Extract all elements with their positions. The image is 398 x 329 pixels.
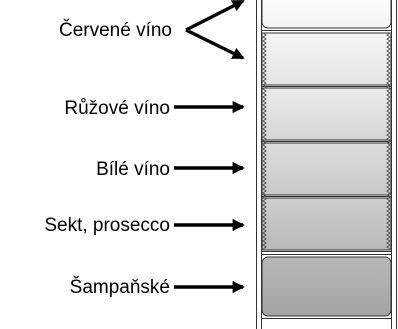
label-cervene-vino: Červené víno [59, 19, 172, 41]
shelf-1 [261, 32, 392, 86]
shelf-3 [261, 142, 392, 196]
arrow-cervene-up [185, 0, 245, 32]
labels: Červené víno Růžové víno Bílé víno Sekt,… [44, 19, 172, 298]
shelf-5 [261, 256, 392, 317]
shelf-4 [261, 197, 392, 251]
side-rails [262, 32, 391, 250]
shelf-2 [261, 87, 392, 141]
label-ruzove-vino: Růžové víno [64, 98, 170, 119]
label-sekt-prosecco: Sekt, prosecco [44, 215, 170, 236]
label-sampanske: Šampaňské [70, 276, 170, 298]
compartment-top [261, 0, 392, 29]
arrows [174, 0, 245, 294]
shelves [261, 30, 392, 317]
arrow-cervene-down [185, 28, 245, 60]
label-bile-vino: Bílé víno [96, 159, 170, 180]
